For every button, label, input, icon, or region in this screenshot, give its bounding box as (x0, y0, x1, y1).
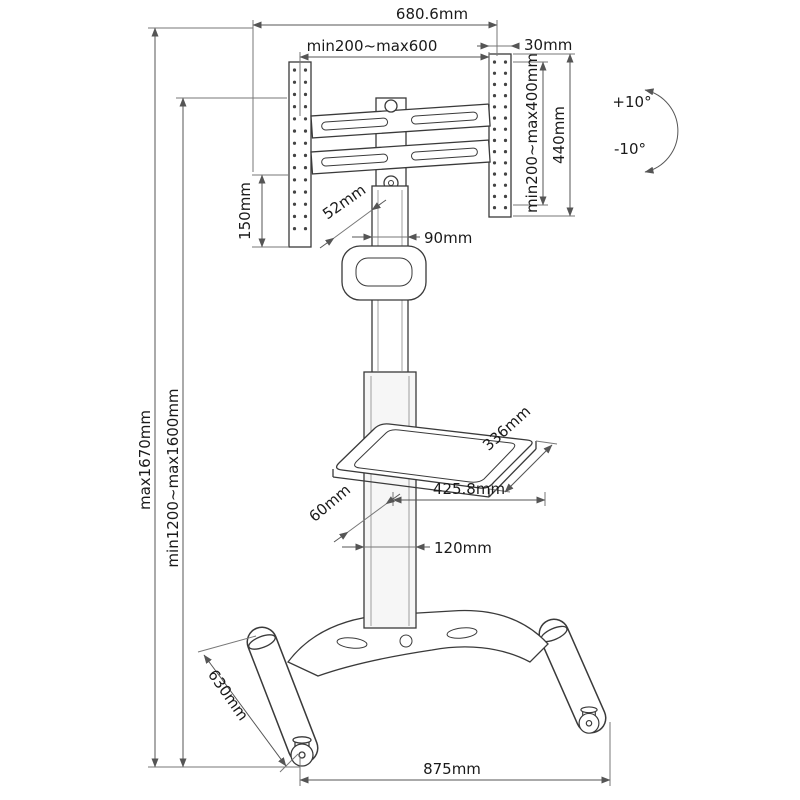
tv-bracket (288, 53, 512, 248)
dim-column-width-label: 90mm (424, 229, 472, 247)
dim-vesa-height-label: min200~max400mm (523, 53, 541, 213)
dim-lower-column-depth-label: 60mm (305, 481, 354, 526)
dim-bracket-depth-label: 30mm (524, 36, 572, 54)
tilt-up-label: +10° (612, 93, 651, 111)
mount-rail-top (310, 103, 491, 139)
dim-bracket-height-label: 440mm (550, 106, 568, 164)
tilt-down-label: -10° (614, 140, 646, 158)
base-chassis (286, 609, 549, 677)
dim-shelf-width-label: 425.8mm (433, 480, 505, 498)
vesa-plate-right (488, 53, 512, 218)
tilt-arrow-icon (644, 88, 679, 174)
dim-lower-column-width-label: 120mm (434, 539, 492, 557)
dim-overall-width-label: 680.6mm (396, 5, 468, 23)
dim-plate-lower-label: 150mm (236, 182, 254, 240)
dim-base-width-label: 875mm (423, 760, 481, 778)
dim-base-depth-label: 630mm (204, 666, 252, 724)
mount-rail-bottom (310, 139, 491, 175)
dim-overall-height-label: max1670mm (136, 410, 154, 510)
caster-front-left (290, 736, 314, 767)
dim-adjustable-height-label: min1200~max1600mm (164, 388, 182, 567)
dim-column-depth-label: 52mm (319, 181, 369, 223)
column (341, 185, 427, 379)
shelf-recess (354, 429, 516, 483)
mount-screw-top (384, 99, 398, 113)
dim-vesa-width-label: min200~max600 (307, 37, 438, 55)
caster-front-right (578, 706, 600, 734)
handle (341, 245, 427, 301)
shelf (332, 423, 537, 498)
base (246, 609, 607, 764)
